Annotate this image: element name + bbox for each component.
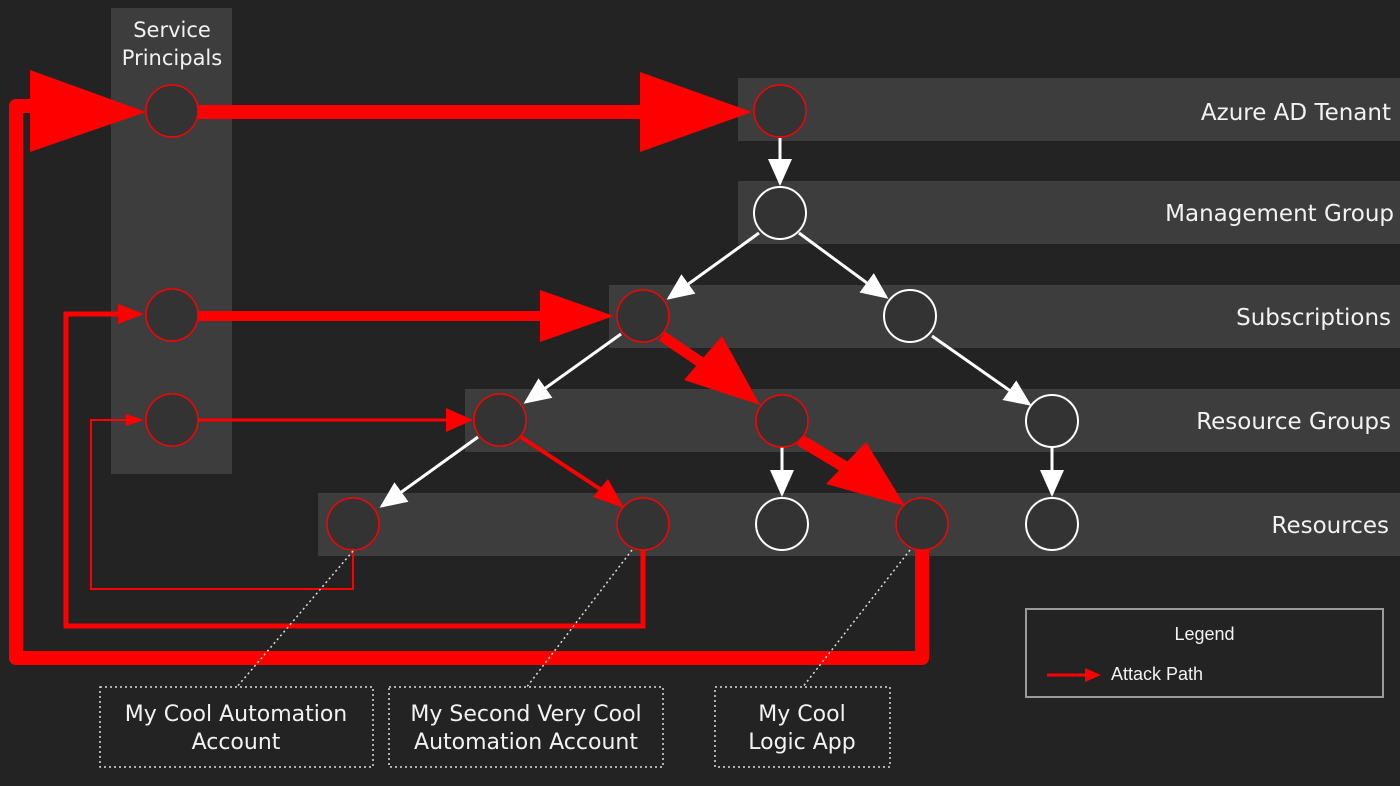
attack-rg1-to-res2-shaft (519, 435, 602, 491)
edge-mg-to-sub2 (798, 231, 889, 299)
node-resource-logic-app (895, 497, 949, 551)
callout-automation-1-line1: My Cool Automation (125, 702, 348, 727)
callout-logic-app-line2: Logic App (748, 730, 855, 755)
node-service-principal-1 (145, 84, 199, 138)
callout-box-logic-app (714, 686, 891, 768)
layer-label-subscriptions: Subscriptions (1236, 305, 1391, 331)
band-management-group (738, 181, 1400, 244)
node-tenant (753, 84, 807, 138)
node-resource-automation-2 (616, 497, 670, 551)
service-principals-title-line2: Principals (122, 46, 222, 70)
node-resource-group-2 (755, 394, 809, 448)
node-subscription-1 (616, 289, 670, 343)
node-resource-group-3 (1025, 394, 1079, 448)
node-service-principal-3 (145, 393, 199, 447)
layer-label-resource-groups: Resource Groups (1196, 409, 1391, 435)
callout-box-automation-2 (388, 686, 664, 768)
edge-rg1-to-res1 (379, 435, 479, 508)
layer-label-resources: Resources (1272, 513, 1389, 539)
legend-title: Legend (1174, 624, 1235, 644)
attack-rg2-to-res4-shaft (796, 434, 854, 476)
attack-sub1-to-rg2-head (684, 336, 760, 405)
edge-sub2-to-rg3 (931, 334, 1032, 406)
callout-automation-2-line1: My Second Very Cool (410, 702, 641, 727)
callout-box-automation-1 (99, 686, 374, 768)
layer-label-tenant: Azure AD Tenant (1201, 100, 1391, 126)
callout-automation-1-line2: Account (192, 730, 281, 755)
callout-line-automation-1 (235, 550, 354, 689)
attack-sp1-to-tenant-head (640, 72, 752, 152)
legend-attack-arrow-icon (1047, 668, 1101, 682)
node-resource-group-1 (473, 393, 527, 447)
node-service-principal-2 (145, 288, 199, 342)
attack-sp2-to-sub1-head (540, 290, 614, 342)
edge-mg-to-sub1 (666, 231, 760, 300)
attack-loop-logic-app-head (30, 70, 146, 152)
node-resource-5 (1025, 497, 1079, 551)
callout-automation-2-line2: Automation Account (414, 730, 638, 755)
attack-loop-automation-2-head (118, 304, 144, 324)
node-resource-3 (755, 497, 809, 551)
attack-rg1-to-res2-head (593, 479, 624, 508)
legend-attack-path-label: Attack Path (1111, 664, 1204, 684)
band-resources (318, 493, 1400, 556)
layer-label-management-group: Management Group (1165, 201, 1394, 227)
callout-line-automation-2 (525, 549, 633, 689)
attack-loop-automation-1 (90, 419, 354, 590)
legend: Legend Attack Path (1025, 608, 1384, 698)
edge-sub1-to-rg1 (523, 332, 622, 404)
band-tenant (738, 78, 1400, 141)
node-resource-automation-1 (326, 497, 380, 551)
band-subscriptions (609, 285, 1400, 348)
band-resource-groups (465, 389, 1400, 452)
attack-loop-automation-1-head (126, 414, 144, 426)
node-management-group (753, 186, 807, 240)
attack-loop-automation-2 (63, 311, 646, 629)
node-subscription-2 (883, 289, 937, 343)
callout-logic-app-line1: My Cool (758, 702, 845, 727)
callout-line-logic-app (801, 549, 911, 689)
service-principals-title-line1: Service (133, 18, 211, 42)
attack-rg2-to-res4-head (826, 442, 905, 506)
